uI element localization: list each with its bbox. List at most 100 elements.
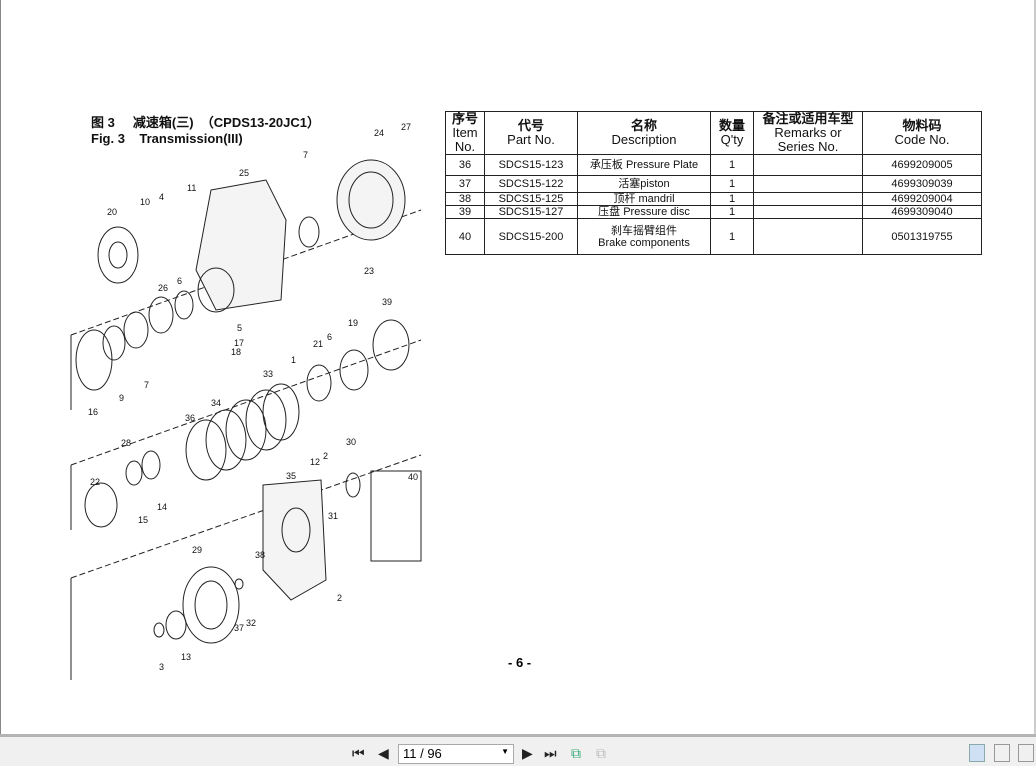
header-cn: 数量 bbox=[718, 118, 745, 133]
cell-remarks bbox=[753, 205, 863, 219]
part-callout: 25 bbox=[239, 168, 250, 178]
part-callout: 10 bbox=[140, 197, 151, 207]
part-callout: 13 bbox=[181, 652, 192, 662]
part-callout: 16 bbox=[88, 407, 99, 417]
last-page-icon[interactable]: ⏭ bbox=[544, 745, 557, 761]
first-page-icon[interactable]: ⏮ bbox=[352, 745, 365, 761]
part-callout: 32 bbox=[246, 618, 257, 628]
cell-part: SDCS15-127 bbox=[484, 205, 578, 219]
cell-text: 1 bbox=[728, 230, 736, 243]
cell-text: Brake components bbox=[598, 236, 690, 249]
part-callout: 33 bbox=[263, 369, 274, 379]
cell-text: 顶杆 mandril bbox=[613, 193, 675, 205]
part-callout: 11 bbox=[187, 183, 197, 193]
cell-text: SDCS15-125 bbox=[498, 193, 564, 205]
cell-remarks bbox=[753, 154, 863, 176]
header-en: Q'ty bbox=[720, 132, 744, 147]
part-callout: 14 bbox=[157, 502, 168, 512]
cell-text: SDCS15-127 bbox=[498, 206, 564, 218]
cell-code: 4699309039 bbox=[862, 175, 982, 193]
cell-text: 4699209005 bbox=[891, 159, 953, 171]
cell-desc: 活塞piston bbox=[577, 175, 711, 193]
previous-page-icon[interactable]: ◀ bbox=[378, 745, 389, 761]
part-callout: 5 bbox=[237, 323, 243, 333]
part-callout: 40 bbox=[408, 472, 419, 482]
part-callout: 15 bbox=[138, 515, 149, 525]
next-page-icon[interactable]: ▶ bbox=[522, 745, 533, 761]
cell-desc: 承压板 Pressure Plate bbox=[577, 154, 711, 176]
cell-code: 4699209004 bbox=[862, 192, 982, 206]
cell-text: 4699209004 bbox=[891, 193, 953, 205]
cell-text: 1 bbox=[728, 193, 736, 205]
cell-text: 1 bbox=[728, 159, 736, 171]
cell-desc: 压盘 Pressure disc bbox=[577, 205, 711, 219]
table-row: 38 SDCS15-125 顶杆 mandril 1 4699209004 bbox=[445, 192, 982, 206]
header-en: Item No. bbox=[452, 125, 478, 154]
cell-text: 4699309039 bbox=[891, 178, 953, 190]
single-page-view-icon[interactable] bbox=[969, 744, 985, 762]
page-number: - 6 - bbox=[508, 655, 532, 670]
cell-text: SDCS15-200 bbox=[498, 230, 564, 243]
part-callout: 9 bbox=[119, 393, 125, 403]
cell-text: 刹车摇臂组件 bbox=[611, 224, 677, 237]
two-page-view-icon[interactable] bbox=[1018, 744, 1034, 762]
cell-text: 承压板 Pressure Plate bbox=[589, 159, 699, 171]
fit-page-icon[interactable]: ⧉ bbox=[571, 745, 581, 761]
continuous-view-icon[interactable] bbox=[994, 744, 1010, 762]
vertical-scrollbar[interactable] bbox=[1034, 0, 1036, 734]
part-callout: 24 bbox=[374, 128, 385, 138]
cell-desc: 顶杆 mandril bbox=[577, 192, 711, 206]
part-callout: 7 bbox=[303, 150, 309, 160]
cell-remarks bbox=[753, 175, 863, 193]
page-number-field[interactable]: 11 / 96▼ bbox=[398, 744, 514, 764]
part-callout: 20 bbox=[107, 207, 118, 217]
part-callout: 7 bbox=[144, 380, 150, 390]
cell-code: 4699209005 bbox=[862, 154, 982, 176]
cell-text: SDCS15-123 bbox=[498, 159, 564, 171]
header-cn: 代号 bbox=[517, 118, 544, 133]
cell-qty: 1 bbox=[710, 154, 754, 176]
cell-part: SDCS15-125 bbox=[484, 192, 578, 206]
part-callout: 27 bbox=[401, 122, 412, 132]
part-callout: 34 bbox=[211, 398, 222, 408]
part-callout: 26 bbox=[158, 283, 169, 293]
header-cn: 序号 bbox=[451, 111, 478, 126]
part-callout: 39 bbox=[382, 297, 393, 307]
cell-qty: 1 bbox=[710, 175, 754, 193]
cell-item: 37 bbox=[445, 175, 485, 193]
part-callout: 2 bbox=[323, 451, 329, 461]
fit-width-icon[interactable]: ⧉ bbox=[596, 745, 606, 761]
part-callout: 4 bbox=[159, 192, 165, 202]
cell-qty: 1 bbox=[710, 205, 754, 219]
part-callout: 38 bbox=[255, 550, 266, 560]
document-page: 图 3 减速箱(三) （CPDS13-20JC1） Fig. 3 Transmi… bbox=[0, 0, 982, 734]
cell-text: 1 bbox=[728, 206, 736, 218]
part-callout: 21 bbox=[313, 339, 324, 349]
cell-part: SDCS15-123 bbox=[484, 154, 578, 176]
part-callout: 30 bbox=[346, 437, 357, 447]
exploded-parts-diagram bbox=[70, 159, 422, 680]
cell-qty: 1 bbox=[710, 218, 754, 255]
part-callout: 28 bbox=[121, 438, 132, 448]
part-callout: 6 bbox=[327, 332, 333, 342]
cell-item: 38 bbox=[445, 192, 485, 206]
cell-text: 压盘 Pressure disc bbox=[598, 206, 690, 218]
part-callout: 3 bbox=[159, 662, 165, 672]
cell-remarks bbox=[753, 192, 863, 206]
cell-qty: 1 bbox=[710, 192, 754, 206]
header-cn: 名称 bbox=[630, 118, 657, 133]
cell-item: 40 bbox=[445, 218, 485, 255]
part-callout: 19 bbox=[348, 318, 359, 328]
part-callout: 37 bbox=[234, 623, 245, 633]
dropdown-arrow-icon[interactable]: ▼ bbox=[501, 747, 509, 756]
cell-part: SDCS15-122 bbox=[484, 175, 578, 193]
viewer-toolbar: ⏮ ◀ 11 / 96▼ ▶ ⏭ ⧉ ⧉ bbox=[0, 734, 1036, 766]
part-callout: 1 bbox=[291, 355, 297, 365]
part-callout: 6 bbox=[177, 276, 183, 286]
